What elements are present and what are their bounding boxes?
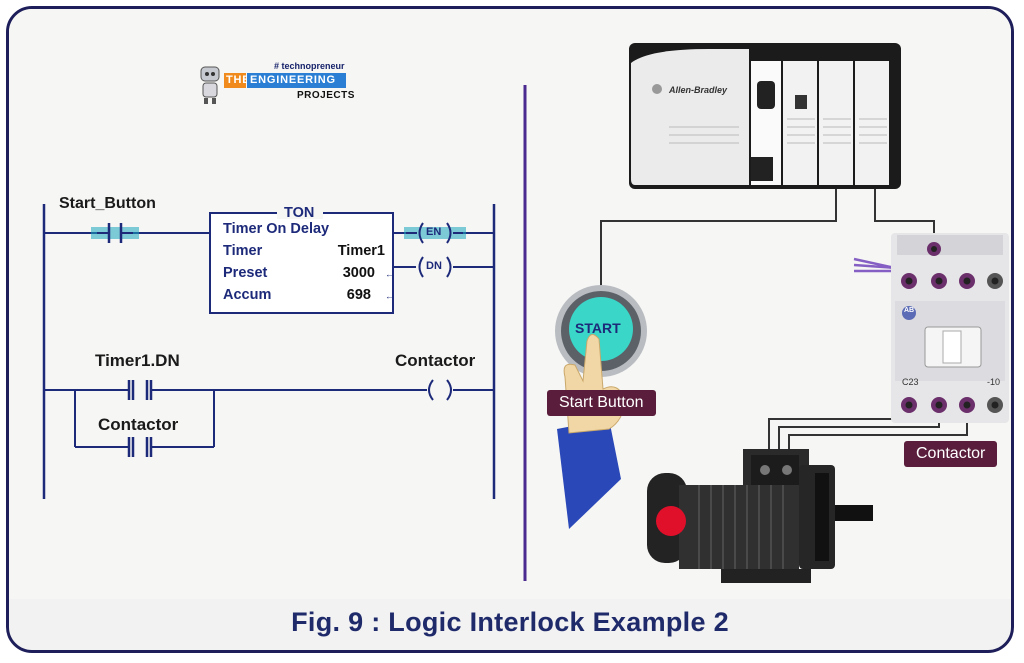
figure-caption: Fig. 9 : Logic Interlock Example 2 bbox=[291, 607, 729, 637]
start-button-contact bbox=[91, 223, 139, 243]
contactor-tag: Contactor bbox=[904, 441, 998, 467]
en-coil bbox=[404, 222, 466, 244]
svg-text:←: ← bbox=[385, 269, 394, 279]
logo-sub: PROJECTS bbox=[297, 90, 355, 101]
logo-brand: ENGINEERING bbox=[250, 74, 336, 86]
start-button-text: START bbox=[575, 320, 621, 336]
timer-label: Timer bbox=[223, 243, 263, 259]
timer-dn-label: Timer1.DN bbox=[95, 351, 180, 370]
svg-text:←: ← bbox=[385, 291, 394, 301]
contactor-coil-label: Contactor bbox=[395, 351, 476, 370]
timer-dn-contact bbox=[127, 380, 153, 400]
contactor-left-mark: C23 bbox=[902, 377, 919, 387]
logo-tagline: # technopreneur bbox=[274, 61, 345, 71]
accum-value: 698 bbox=[346, 287, 371, 303]
contactor-seal-contact bbox=[127, 437, 153, 457]
plc-brand-label: Allen-Bradley bbox=[669, 85, 728, 95]
rung-1 bbox=[44, 232, 494, 268]
timer-value: Timer1 bbox=[337, 243, 385, 259]
rung-2 bbox=[44, 389, 494, 448]
start-pushbutton bbox=[555, 285, 647, 377]
logo-brand-badge bbox=[247, 73, 346, 88]
motor-red-indicator bbox=[656, 506, 686, 536]
contactor-logo: AB bbox=[904, 307, 915, 314]
ton-title: Timer On Delay bbox=[223, 221, 330, 237]
contactor-branch-label: Contactor bbox=[98, 415, 179, 434]
contactor-device bbox=[891, 233, 1009, 423]
electric-motor bbox=[647, 449, 873, 583]
start-button-label: Start_Button bbox=[59, 195, 156, 212]
robot-icon bbox=[200, 66, 220, 104]
contactor-right-mark: -10 bbox=[987, 377, 1001, 387]
en-coil-label: EN bbox=[426, 226, 442, 238]
diagram-canvas: ← ← bbox=[42, 43, 1009, 583]
logo-the: THE bbox=[226, 74, 251, 86]
dn-coil-label: DN bbox=[426, 260, 442, 272]
start-button-tag: Start Button bbox=[547, 390, 656, 416]
figure-frame: ← ← bbox=[6, 6, 1014, 653]
contactor-coil bbox=[428, 379, 452, 401]
dn-coil bbox=[418, 256, 452, 278]
logo-the-badge bbox=[224, 73, 246, 88]
plc-rack bbox=[629, 43, 901, 189]
preset-label: Preset bbox=[223, 265, 268, 281]
diagram-stage: ← ← bbox=[9, 9, 1011, 599]
accum-label: Accum bbox=[223, 287, 272, 303]
ton-header: TON bbox=[284, 205, 315, 221]
preset-value: 3000 bbox=[342, 265, 375, 281]
